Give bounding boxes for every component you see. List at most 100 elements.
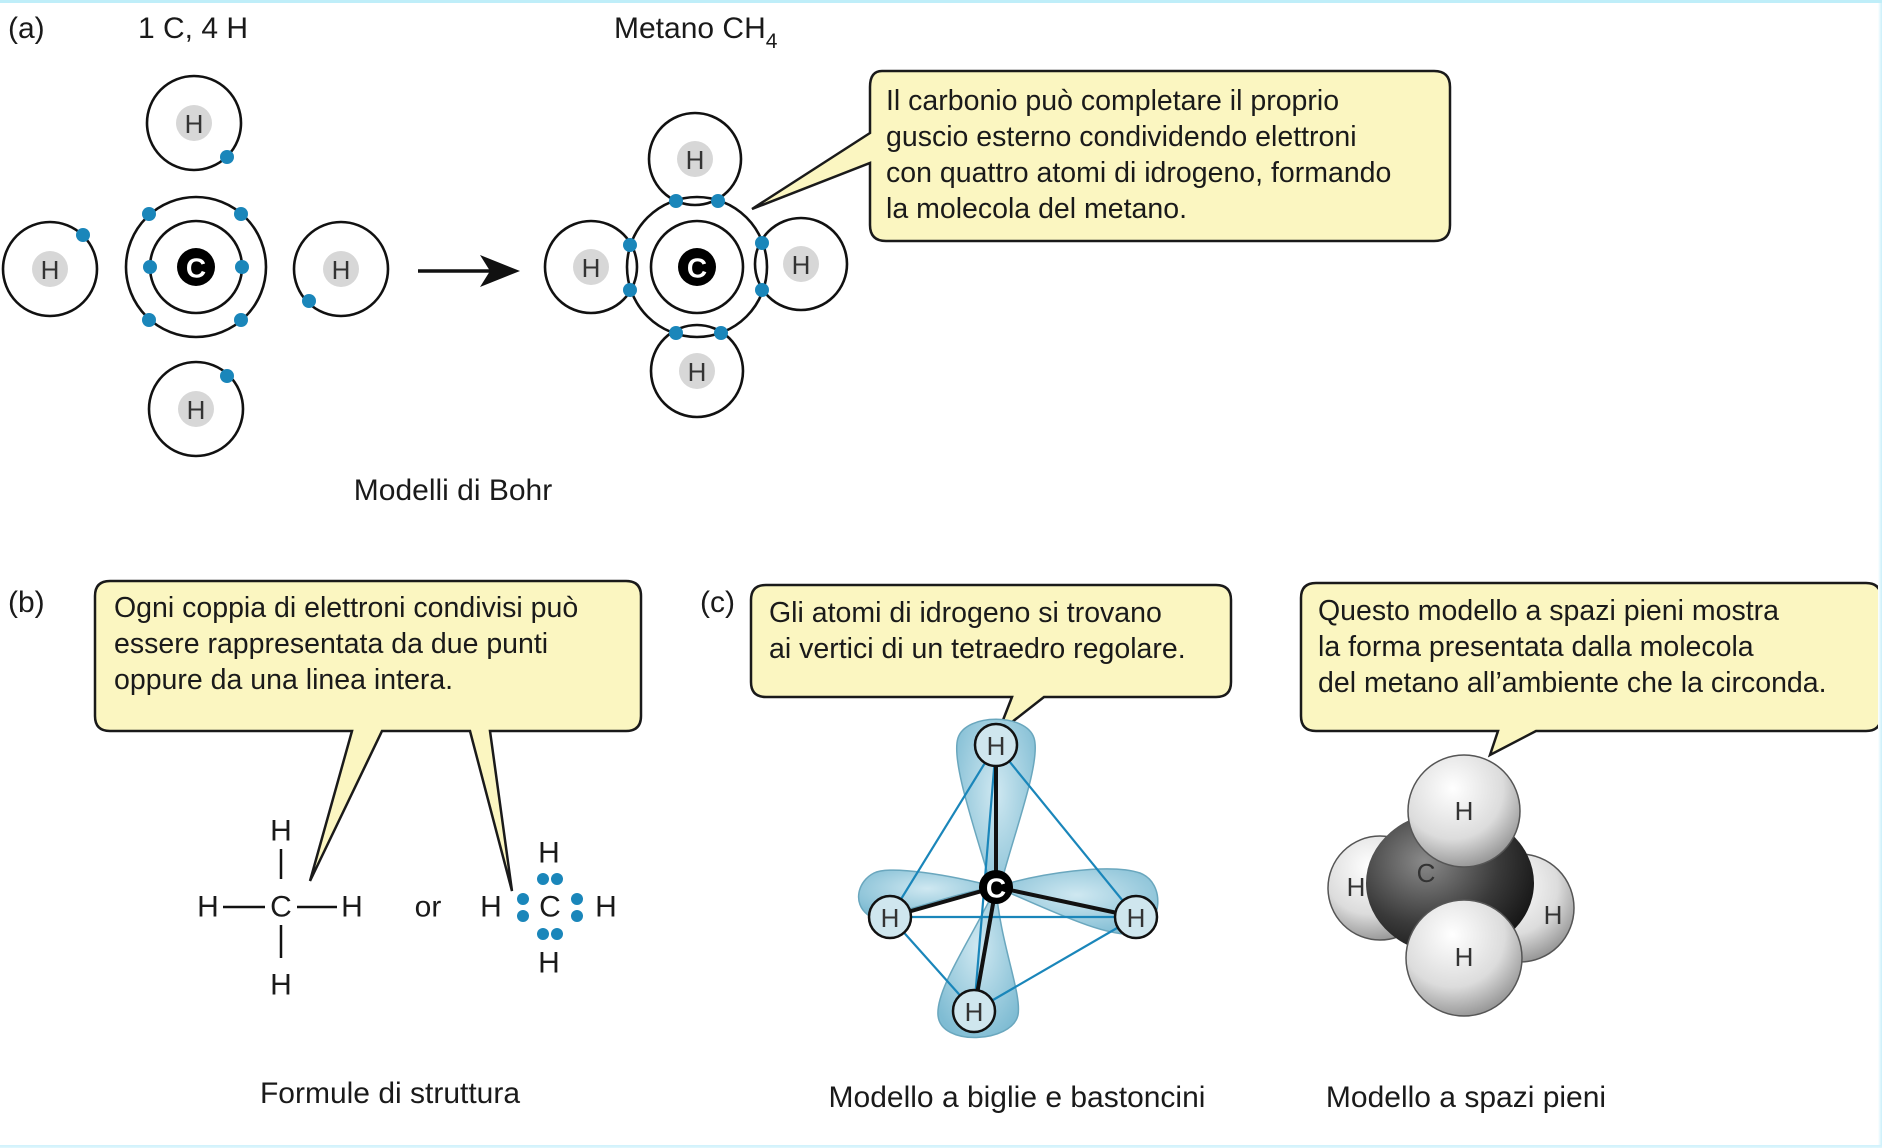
- electron: [143, 260, 157, 274]
- carbon-atom: C: [124, 195, 268, 339]
- panel-c-tag: (c): [700, 586, 735, 619]
- hydrogen-ball-left: H: [867, 894, 913, 940]
- hydrogen-symbol: H: [185, 109, 204, 139]
- caption-bohr: Modelli di Bohr: [354, 474, 552, 507]
- space-filling-model: H H H H C: [1327, 754, 1575, 1017]
- panel-b-tag: (b): [8, 586, 45, 619]
- callout-c-right-text: Questo modello a spazi pieni mostra la f…: [1318, 595, 1827, 699]
- svg-text:C: C: [539, 891, 561, 924]
- callout-c-left-text: Gli atomi di idrogeno si trovano ai vert…: [769, 597, 1186, 665]
- hydrogen-sphere-bottom: [1405, 899, 1523, 1017]
- electron: [76, 228, 90, 242]
- hydrogen-atom-right: H: [292, 220, 390, 318]
- carbon-ball: C: [979, 870, 1013, 904]
- svg-text:C: C: [986, 873, 1006, 904]
- electron: [142, 207, 156, 221]
- svg-text:H: H: [881, 903, 900, 933]
- hydrogen-symbol: H: [686, 145, 705, 175]
- hydrogen-ball-bottom: H: [951, 988, 997, 1034]
- electron: [517, 893, 529, 905]
- product-label-name: Metano CH: [614, 12, 766, 45]
- panel-a-tag: (a): [8, 12, 45, 45]
- svg-text:H: H: [987, 731, 1006, 761]
- hydrogen-ball-right: H: [1113, 894, 1159, 940]
- hydrogen-symbol: H: [41, 255, 60, 285]
- hydrogen-atom-right: H: [753, 216, 849, 312]
- electron: [551, 873, 563, 885]
- svg-text:H: H: [270, 815, 292, 848]
- hydrogen-symbol: H: [332, 255, 351, 285]
- hydrogen-symbol: H: [688, 357, 707, 387]
- svg-text:H: H: [1455, 942, 1474, 972]
- ball-and-stick-model: H H H H C: [857, 718, 1159, 1039]
- svg-text:H: H: [1544, 900, 1563, 930]
- hydrogen-sphere-top: [1407, 754, 1521, 868]
- electron: [714, 326, 728, 340]
- hydrogen-atom-top: H: [145, 74, 243, 172]
- separate-atoms: H H C: [1, 74, 390, 458]
- electron: [571, 893, 583, 905]
- electron: [669, 326, 683, 340]
- electron: [142, 313, 156, 327]
- svg-text:H: H: [595, 891, 617, 924]
- electron: [234, 313, 248, 327]
- electron: [235, 260, 249, 274]
- electron: [755, 236, 769, 250]
- methane-bohr-model: C H H H H: [543, 111, 849, 419]
- carbon-symbol: C: [687, 253, 707, 284]
- line-structural-formula: H H C H H: [197, 815, 363, 1002]
- electron: [711, 194, 725, 208]
- hydrogen-atom-left: H: [543, 219, 639, 315]
- callout-b: Ogni coppia di elettroni condivisi può e…: [93, 579, 643, 892]
- hydrogen-atom-bottom: H: [147, 360, 245, 458]
- product-subscript: 4: [766, 30, 778, 53]
- svg-text:H: H: [1127, 903, 1146, 933]
- caption-structural: Formule di struttura: [260, 1077, 520, 1110]
- panel-a: (a) 1 C, 4 H Metano CH4 H H C: [1, 12, 1452, 507]
- electron: [302, 294, 316, 308]
- svg-text:H: H: [538, 947, 560, 980]
- shared-electrons: [623, 194, 769, 340]
- svg-text:H: H: [270, 969, 292, 1002]
- hydrogen-symbol: H: [582, 253, 601, 283]
- hydrogen-ball-top: H: [973, 722, 1019, 768]
- carbon-symbol: C: [186, 253, 206, 284]
- methane-figure: (a) 1 C, 4 H Metano CH4 H H C: [1, 12, 1882, 1114]
- electron: [571, 910, 583, 922]
- electron: [551, 928, 563, 940]
- svg-text:H: H: [480, 891, 502, 924]
- reactants-label: 1 C, 4 H: [138, 12, 248, 45]
- reaction-arrow: [418, 255, 520, 287]
- panel-b: (b) Ogni coppia di elettroni condivisi p…: [8, 579, 643, 1110]
- svg-text:H: H: [1347, 872, 1366, 902]
- svg-text:H: H: [341, 891, 363, 924]
- svg-text:H: H: [1455, 796, 1474, 826]
- svg-text:C: C: [1417, 858, 1436, 888]
- electron: [623, 283, 637, 297]
- electron: [623, 238, 637, 252]
- electron: [669, 194, 683, 208]
- svg-text:H: H: [965, 997, 984, 1027]
- electron: [755, 283, 769, 297]
- svg-text:H: H: [197, 891, 219, 924]
- or-connector: or: [415, 891, 442, 924]
- hydrogen-symbol: H: [792, 250, 811, 280]
- electron: [220, 369, 234, 383]
- product-label: Metano CH4: [614, 12, 778, 53]
- svg-text:C: C: [270, 891, 292, 924]
- hydrogen-symbol: H: [187, 395, 206, 425]
- panel-c: (c) Gli atomi di idrogeno si trovano ai …: [700, 581, 1882, 1114]
- svg-text:H: H: [538, 837, 560, 870]
- caption-space-filling: Modello a spazi pieni: [1326, 1081, 1606, 1114]
- callout-b-text: Ogni coppia di elettroni condivisi può e…: [114, 592, 586, 696]
- hydrogen-atom-bottom: H: [649, 323, 745, 419]
- lewis-dot-formula: H H C H H: [480, 837, 617, 980]
- electron: [537, 928, 549, 940]
- callout-c-right: Questo modello a spazi pieni mostra la f…: [1299, 581, 1882, 758]
- callout-a: Il carbonio può completare il proprio gu…: [751, 69, 1452, 243]
- caption-ball-and-stick: Modello a biglie e bastoncini: [829, 1081, 1206, 1114]
- hydrogen-atom-left: H: [1, 220, 99, 318]
- electron: [234, 207, 248, 221]
- callout-c-left: Gli atomi di idrogeno si trovano ai vert…: [749, 583, 1233, 737]
